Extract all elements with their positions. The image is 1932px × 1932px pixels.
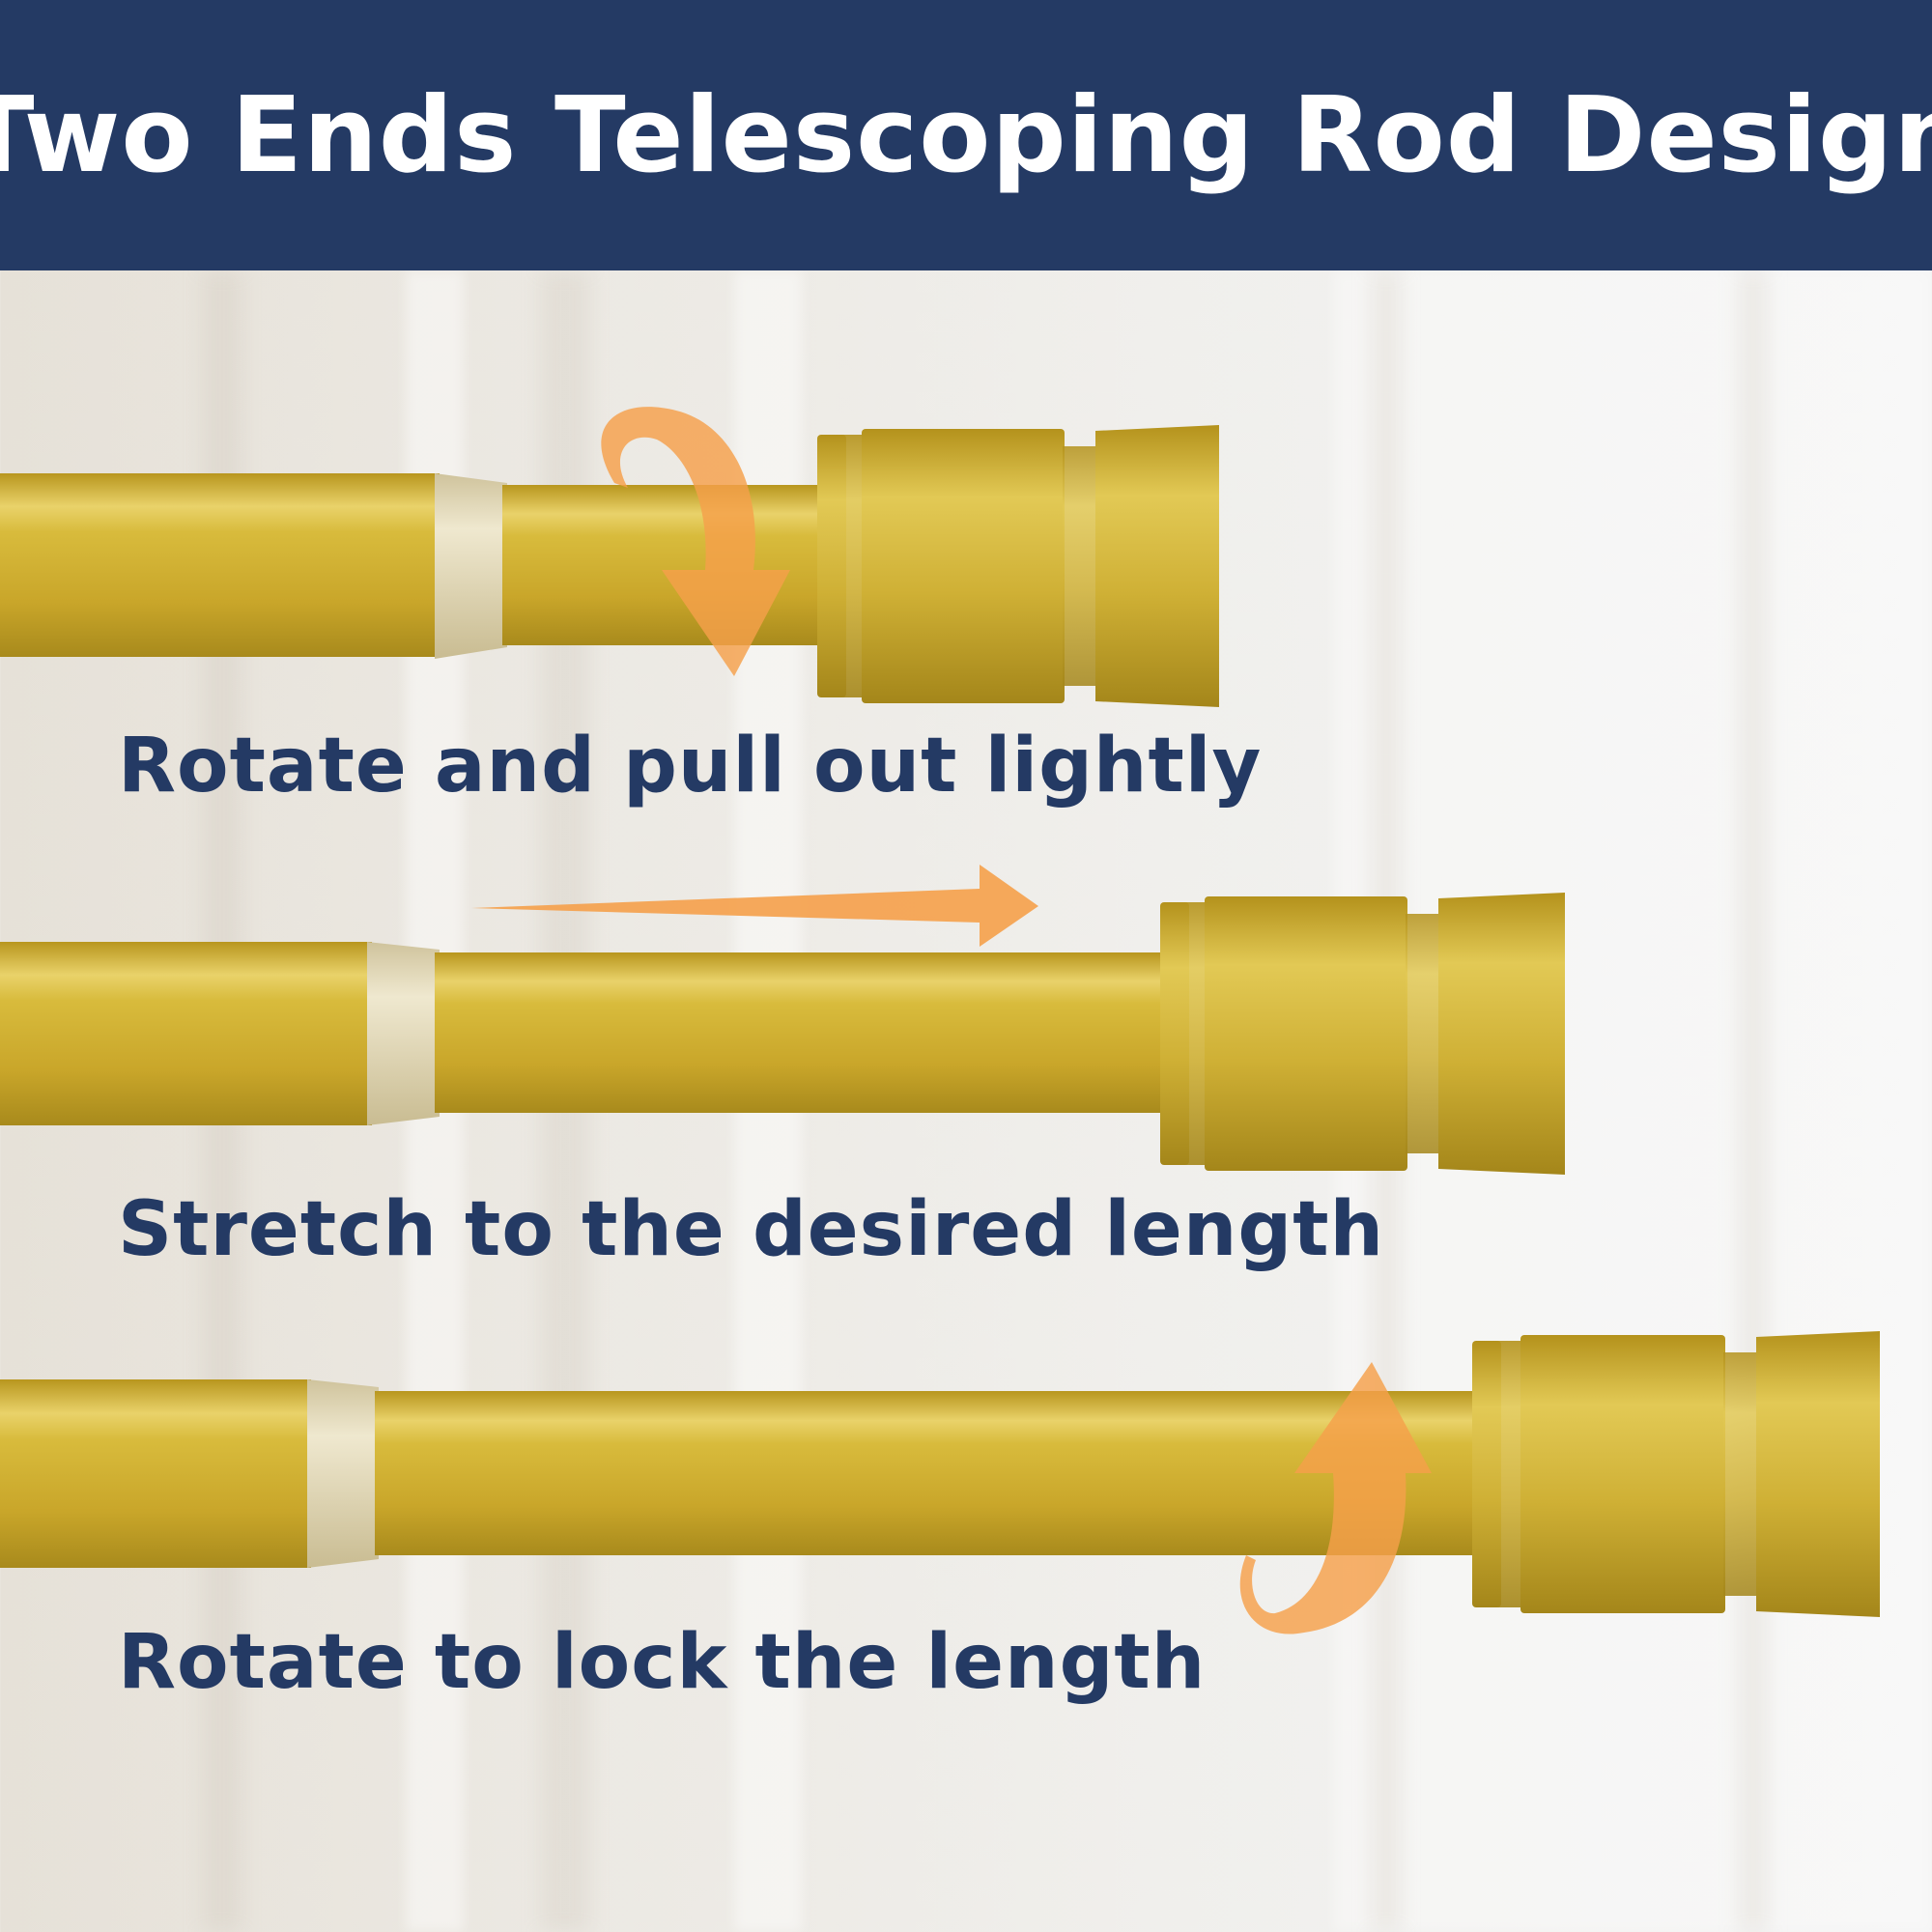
- rotate-up-arrow-icon: [1239, 1362, 1432, 1634]
- title-banner: Two Ends Telescoping Rod Design: [0, 0, 1932, 270]
- step-3-label: Rotate to lock the length: [118, 1619, 1207, 1706]
- rod-1: [0, 425, 1219, 707]
- right-arrow-icon: [471, 865, 1038, 947]
- step-1-label: Rotate and pull out lightly: [118, 723, 1263, 810]
- step-2-label: Stretch to the desired length: [118, 1186, 1385, 1273]
- end-cap-3: [1472, 1331, 1880, 1617]
- end-cap-2: [1160, 893, 1565, 1175]
- rotate-down-arrow-icon: [601, 407, 790, 676]
- end-cap-1: [817, 425, 1219, 707]
- rod-3: [0, 1331, 1880, 1617]
- rod-2: [0, 893, 1565, 1175]
- page-title: Two Ends Telescoping Rod Design: [0, 74, 1932, 196]
